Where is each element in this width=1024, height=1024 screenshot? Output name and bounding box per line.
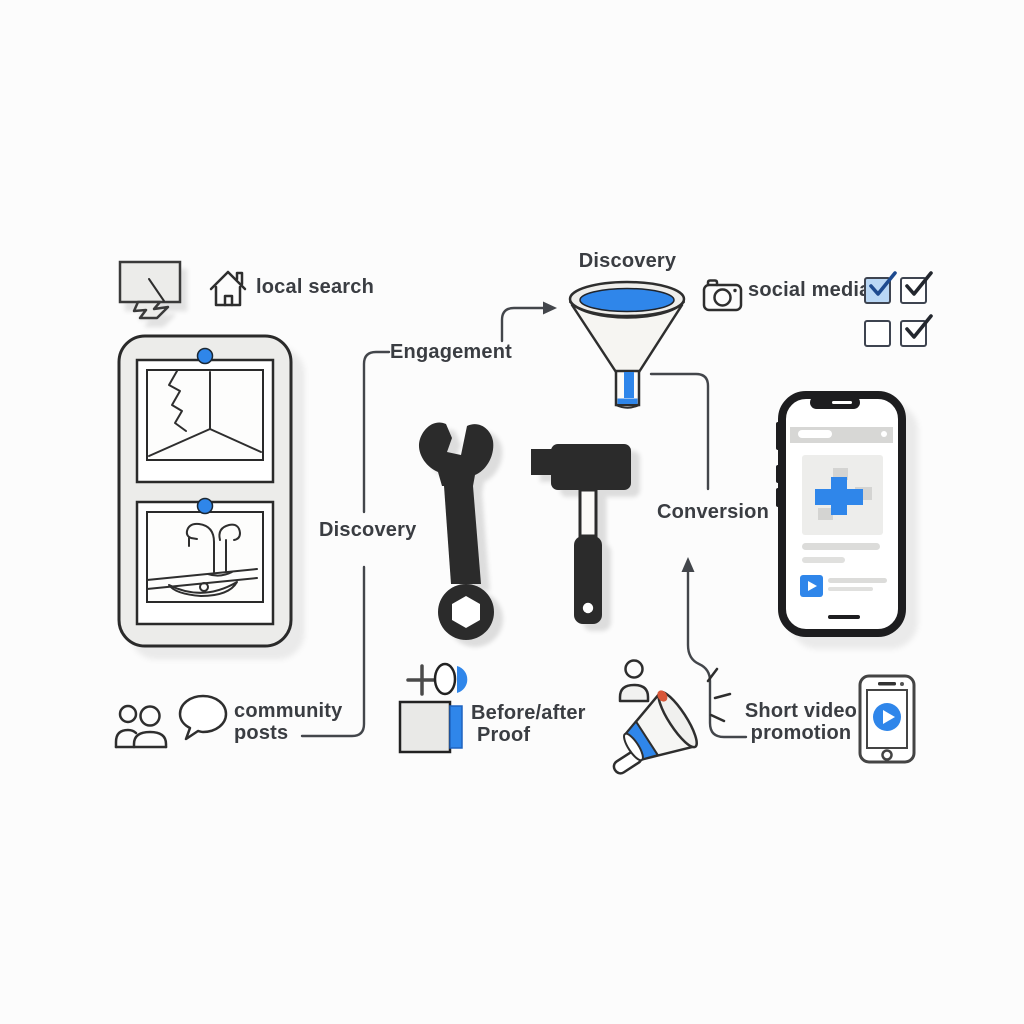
pin-dot <box>196 497 214 515</box>
checkbox-2[interactable] <box>900 271 933 304</box>
video-phone-icon <box>858 674 916 764</box>
label-funnel-title: Discovery <box>578 250 677 272</box>
label-line: community <box>234 700 343 722</box>
label-short-video: Short video promotion <box>735 700 867 744</box>
label-line: Before/after <box>471 702 586 724</box>
checkbox-4[interactable] <box>900 314 933 347</box>
megaphone-promo-icon <box>612 659 732 775</box>
photo-faucet <box>135 500 275 626</box>
label-discovery: Discovery <box>319 519 417 541</box>
people-icon <box>114 704 168 749</box>
sound-lines <box>706 667 732 723</box>
glitch-screen-icon <box>118 260 182 320</box>
label-line: Short video <box>744 700 858 722</box>
camera-icon <box>702 279 743 312</box>
wrench-icon <box>418 422 494 640</box>
megaphone-icon <box>612 690 698 775</box>
smartphone-app-icon <box>776 391 906 637</box>
label-line: posts <box>234 722 289 744</box>
label-social-media: social media <box>748 279 871 301</box>
before-after-camera-icon <box>398 662 468 754</box>
checkbox-3[interactable] <box>864 320 891 347</box>
label-community-posts: community posts <box>234 700 342 744</box>
person-icon <box>624 659 644 679</box>
label-line: promotion <box>750 722 852 744</box>
phone-gallery-icon <box>117 334 293 648</box>
checkbox-grid <box>864 271 933 347</box>
app-screen <box>790 427 893 619</box>
house-icon <box>209 270 247 307</box>
label-conversion: Conversion <box>657 501 770 523</box>
label-engagement: Engagement <box>390 341 513 363</box>
label-line: Proof <box>477 724 531 746</box>
label-before-after: Before/after Proof <box>471 702 586 746</box>
funnel-icon <box>568 280 686 409</box>
photo-cracked-wall <box>135 358 275 484</box>
megaphone-red-dot <box>657 690 668 702</box>
hammer-icon <box>531 444 631 624</box>
label-local-search: local search <box>256 276 375 298</box>
speech-bubble-icon <box>178 694 228 741</box>
checkbox-1[interactable] <box>864 271 897 304</box>
pin-dot <box>196 347 214 365</box>
